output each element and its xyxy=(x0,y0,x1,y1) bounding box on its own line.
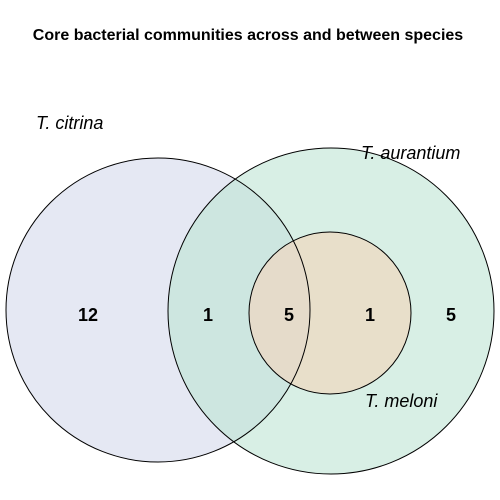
set-label-aurantium: T. aurantium xyxy=(361,143,460,163)
count-citrina-aurantium: 1 xyxy=(203,305,213,325)
outline-aurantium xyxy=(167,147,495,475)
set-label-citrina: T. citrina xyxy=(36,113,103,133)
overlap-citrina-aurantium xyxy=(168,158,310,462)
count-citrina-only: 12 xyxy=(78,305,98,325)
count-aurantium-only: 5 xyxy=(446,305,456,325)
count-all-three: 5 xyxy=(284,305,294,325)
outline-citrina xyxy=(5,157,311,463)
count-aurantium-meloni: 1 xyxy=(365,305,375,325)
outline-meloni xyxy=(248,231,412,395)
diagram-title: Core bacterial communities across and be… xyxy=(33,27,463,44)
set-label-meloni: T. meloni xyxy=(365,391,438,411)
